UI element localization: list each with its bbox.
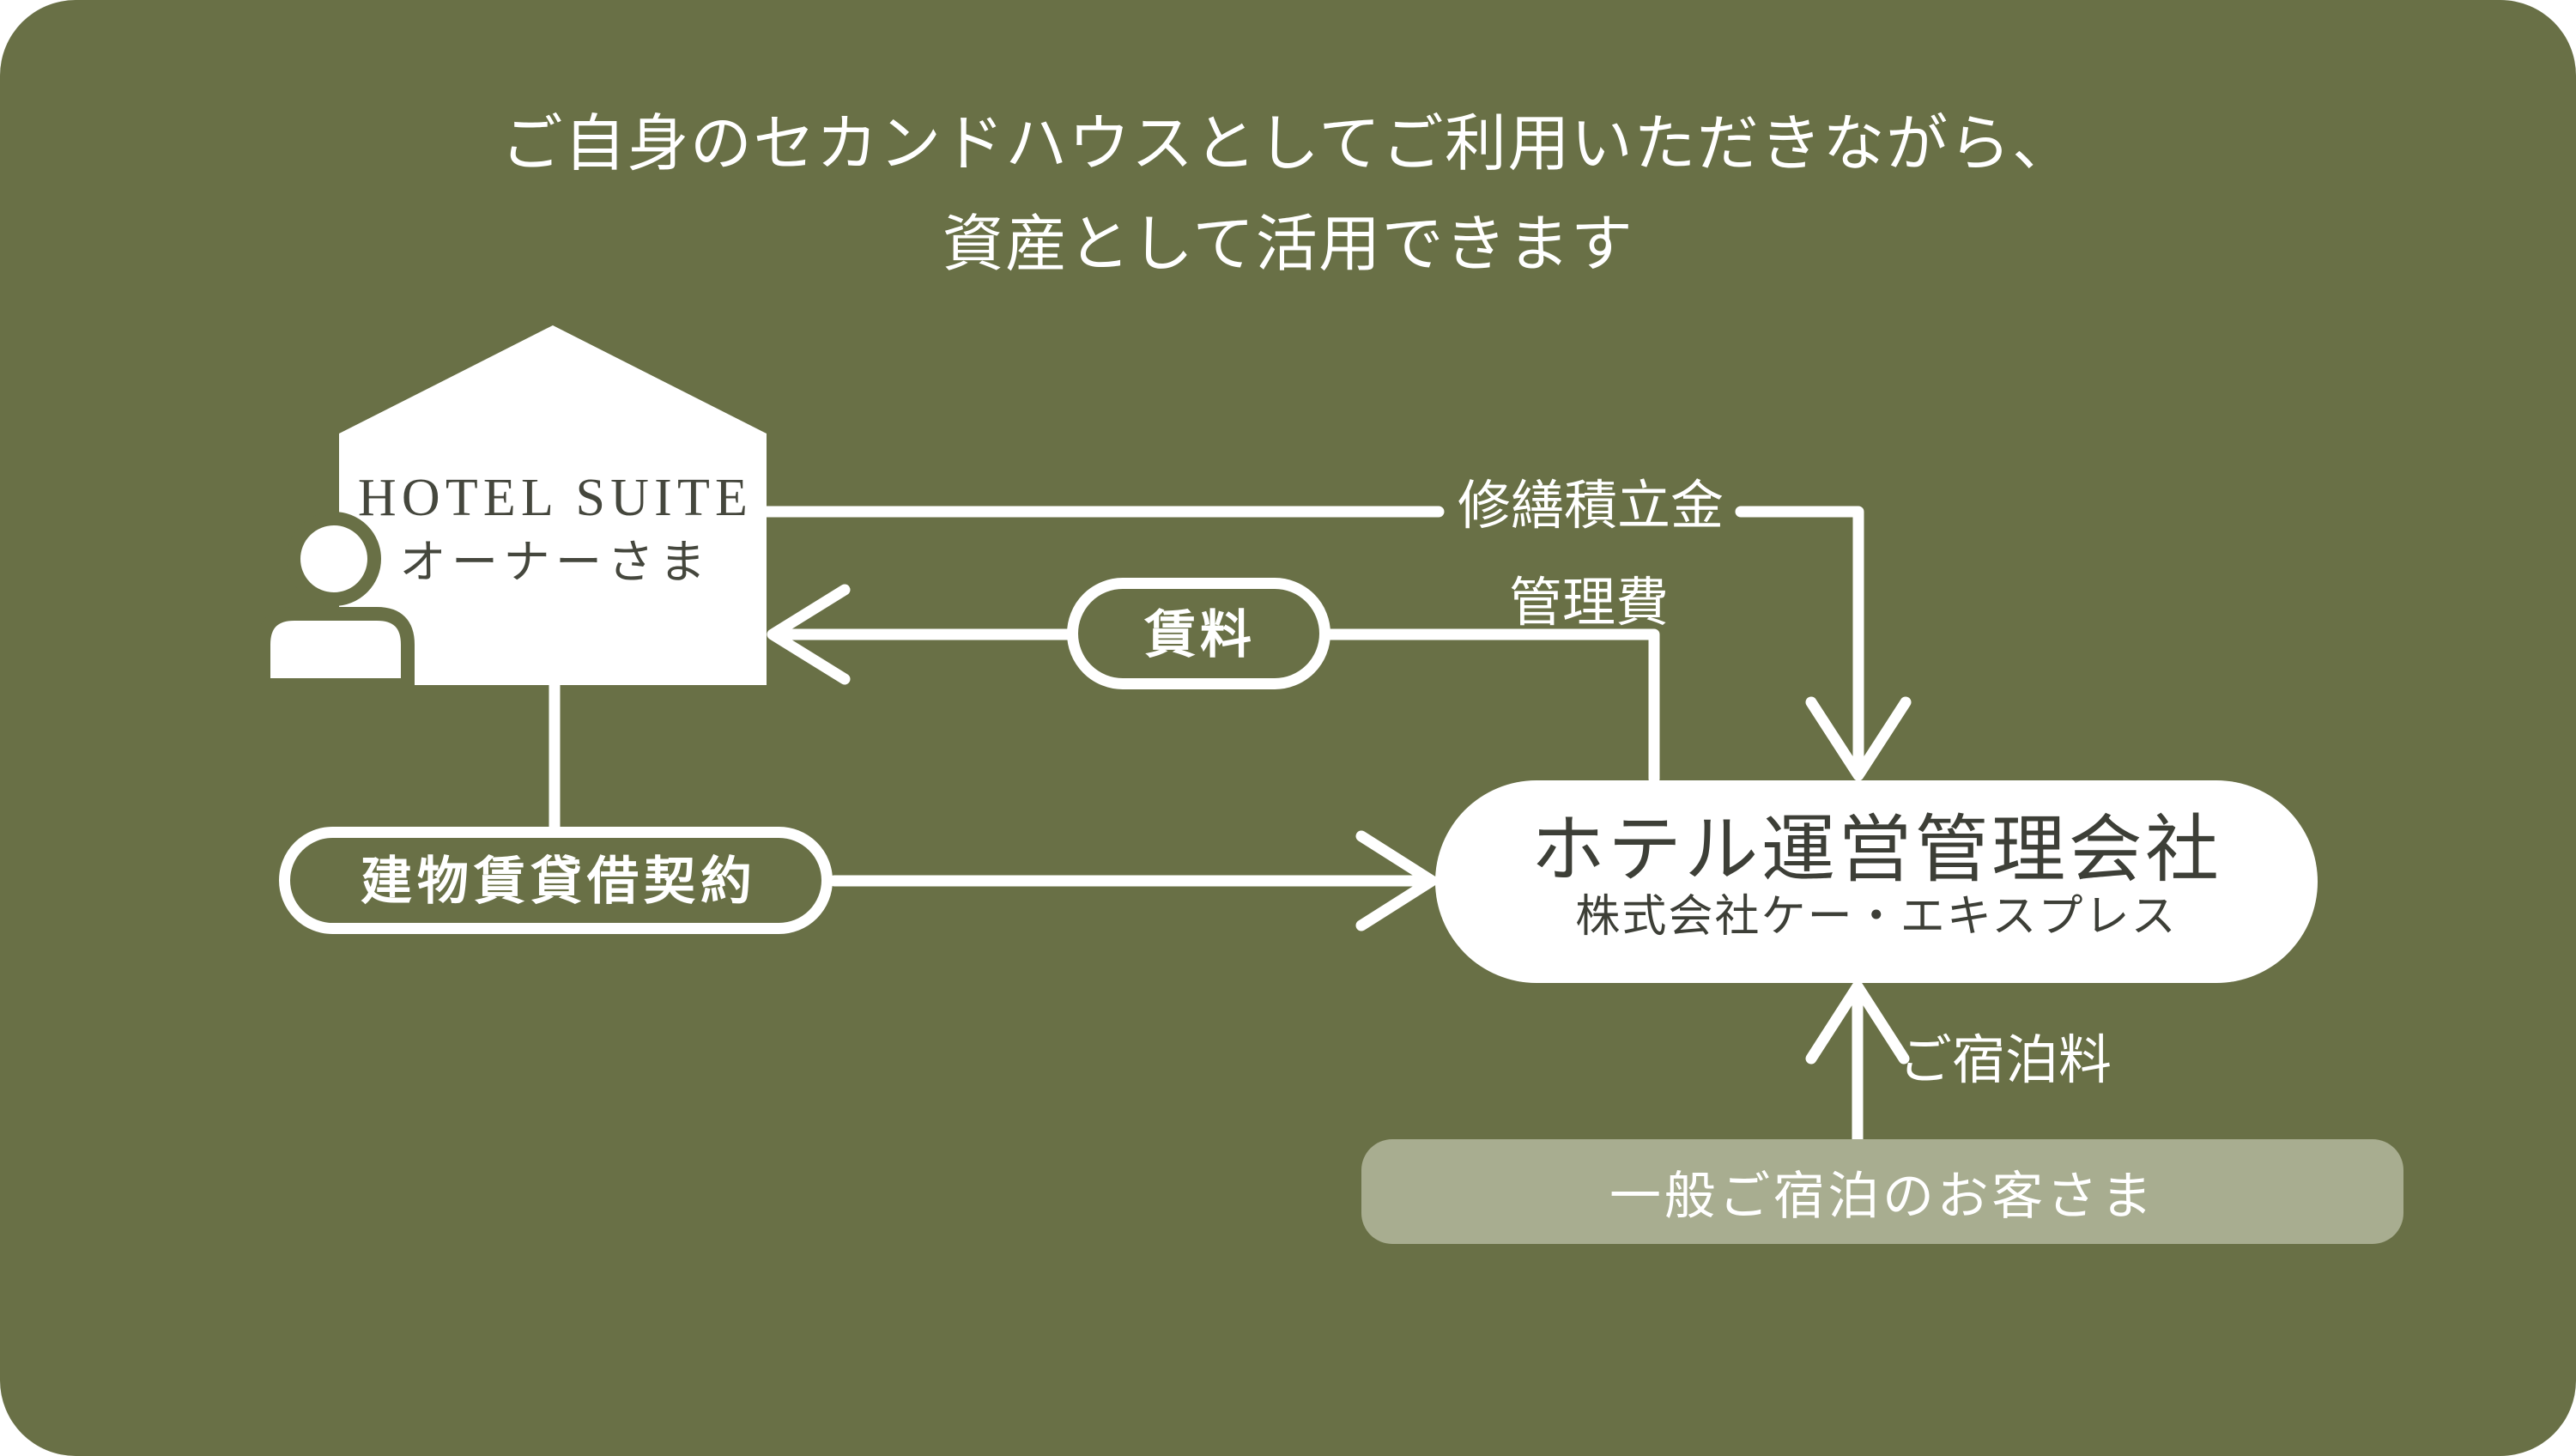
company-box: ホテル運営管理会社 株式会社ケー・エキスプレス xyxy=(1435,780,2318,983)
repair-fee-line xyxy=(761,506,1864,780)
lease-arrow-right-icon xyxy=(1355,830,1438,931)
company-role: ホテル運営管理会社 xyxy=(1530,809,2222,891)
owner-house-brand: HOTEL SUITE xyxy=(357,469,754,527)
page-title-line2: 資産として活用できます xyxy=(942,210,1634,279)
page-title-line1: ご自身のセカンドハウスとしてご利用いただきながら、 xyxy=(500,110,2076,179)
guests-label: 一般ご宿泊のお客さま xyxy=(1609,1168,2155,1225)
person-icon xyxy=(257,512,415,692)
rent-line xyxy=(772,628,1660,785)
rent-pill xyxy=(1067,578,1330,689)
rent-arrow-left-icon xyxy=(767,584,851,685)
house-icon xyxy=(339,325,767,685)
repair-fee-label-line2: 管理費 xyxy=(1508,574,1670,633)
lease-label: 建物賃貸借契約 xyxy=(361,852,757,910)
stay-fee-label: ご宿泊料 xyxy=(1899,1032,2112,1090)
owner-house-label: オーナーさま xyxy=(399,537,712,588)
rent-label: 賃料 xyxy=(1144,606,1256,664)
repair-fee-arrow-down-icon xyxy=(1805,696,1912,781)
lease-pill xyxy=(279,827,833,934)
company-name: 株式会社ケー・エキスプレス xyxy=(1575,893,2178,942)
guests-box: 一般ご宿泊のお客さま xyxy=(1361,1139,2403,1244)
repair-fee-label-line1: 修繕積立金 xyxy=(1457,477,1724,536)
lease-line xyxy=(549,679,1434,887)
stay-fee-arrow-up-icon xyxy=(1805,980,1910,1065)
